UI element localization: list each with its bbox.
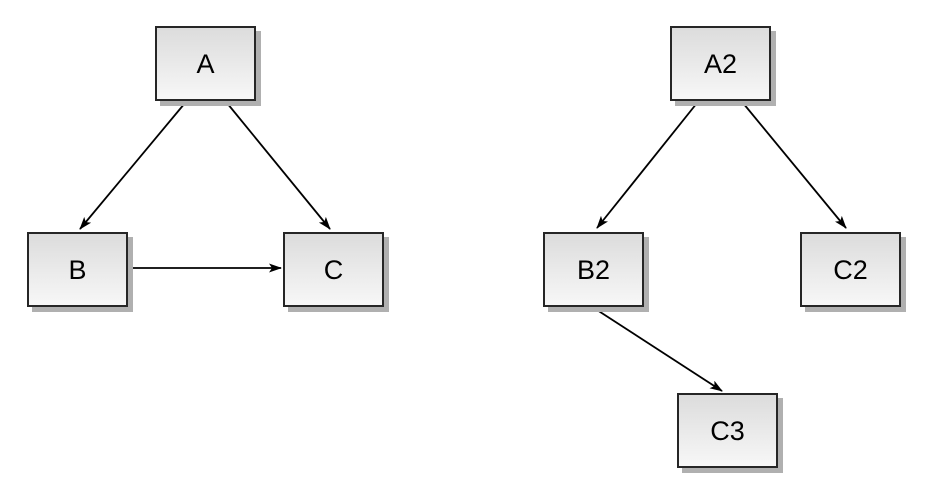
edge-a-b: [79, 102, 186, 230]
node-b[interactable]: B: [27, 232, 128, 307]
edge-a2-c2: [742, 102, 847, 229]
edge-b2-c3: [593, 307, 723, 392]
node-a[interactable]: A: [155, 26, 256, 101]
node-label: C3: [710, 416, 745, 446]
edge-a-c: [226, 102, 331, 230]
node-label: C: [323, 255, 344, 285]
node-b2[interactable]: B2: [543, 232, 644, 307]
node-c[interactable]: C: [283, 232, 384, 307]
node-c2[interactable]: C2: [800, 232, 901, 307]
node-label: C2: [833, 255, 868, 285]
node-c3[interactable]: C3: [677, 393, 778, 468]
node-a2[interactable]: A2: [670, 26, 771, 101]
node-label: B: [68, 255, 87, 285]
node-label: A: [196, 49, 215, 79]
edge-a2-b2: [596, 102, 698, 229]
node-label: B2: [576, 255, 611, 285]
node-label: A2: [703, 49, 738, 79]
